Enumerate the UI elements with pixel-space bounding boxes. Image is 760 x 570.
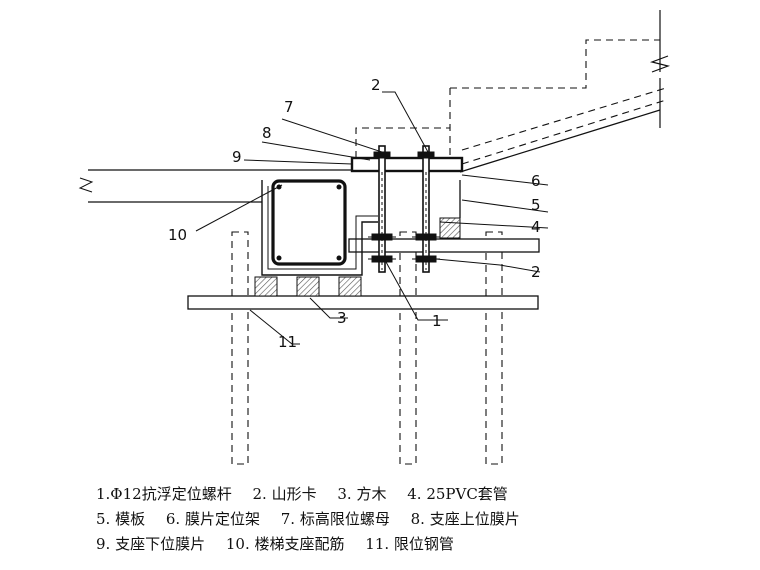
bottom-plank (187, 295, 539, 310)
limit-steel-tubes (231, 231, 503, 465)
stair-support-section-drawing: 1 2 2 3 4 5 6 7 8 9 10 11 (78, 10, 671, 465)
callout-label: 2 (371, 76, 381, 94)
callout-label: 1 (432, 312, 442, 330)
legend-item: 11. 限位钢管 (365, 535, 454, 553)
upper-crossbar (348, 238, 540, 253)
callout-label: 9 (232, 148, 242, 166)
formwork-channel (261, 180, 378, 276)
callout-label: 4 (531, 218, 541, 236)
legend-row: 5. 模板 6. 膜片定位架 7. 标高限位螺母 8. 支座上位膜片 (96, 507, 736, 532)
callout-label: 11 (278, 333, 297, 351)
timber-battens (254, 276, 362, 297)
legend-item: 9. 支座下位膜片 (96, 535, 206, 553)
rebar-dots (276, 184, 342, 261)
legend-item: 3. 方木 (337, 485, 387, 503)
callout-label: 5 (531, 196, 541, 214)
steel-tube-right (485, 231, 503, 465)
leader-lines (195, 91, 549, 345)
legend-item: 1.Φ12抗浮定位螺杆 (96, 485, 232, 503)
legend-item: 5. 模板 (96, 510, 146, 528)
callout-labels: 1 2 2 3 4 5 6 7 8 9 10 11 (168, 76, 541, 351)
legend-item: 10. 楼梯支座配筋 (225, 535, 345, 553)
callout-label: 2 (531, 263, 541, 281)
callout-label: 8 (262, 124, 272, 142)
anti-float-bolts (368, 145, 440, 273)
steel-tube-left (231, 231, 249, 465)
legend-row: 9. 支座下位膜片 10. 楼梯支座配筋 11. 限位钢管 (96, 532, 736, 557)
callout-label: 10 (168, 226, 187, 244)
support-rebar-cage (271, 179, 347, 266)
legend-item: 8. 支座上位膜片 (410, 510, 520, 528)
legend-item: 6. 膜片定位架 (165, 510, 260, 528)
steel-tube-middle (399, 231, 417, 465)
legend-item: 2. 山形卡 (252, 485, 317, 503)
callout-label: 3 (337, 309, 347, 327)
callout-label: 7 (284, 98, 294, 116)
legend-item: 4. 25PVC套管 (407, 485, 508, 503)
formwork-block (439, 217, 461, 239)
callout-label: 6 (531, 172, 541, 190)
legend: 1.Φ12抗浮定位螺杆 2. 山形卡 3. 方木 4. 25PVC套管 5. 模… (96, 482, 736, 557)
legend-item: 7. 标高限位螺母 (280, 510, 390, 528)
legend-row: 1.Φ12抗浮定位螺杆 2. 山形卡 3. 方木 4. 25PVC套管 (96, 482, 736, 507)
upper-stair-dashed (355, 39, 667, 165)
